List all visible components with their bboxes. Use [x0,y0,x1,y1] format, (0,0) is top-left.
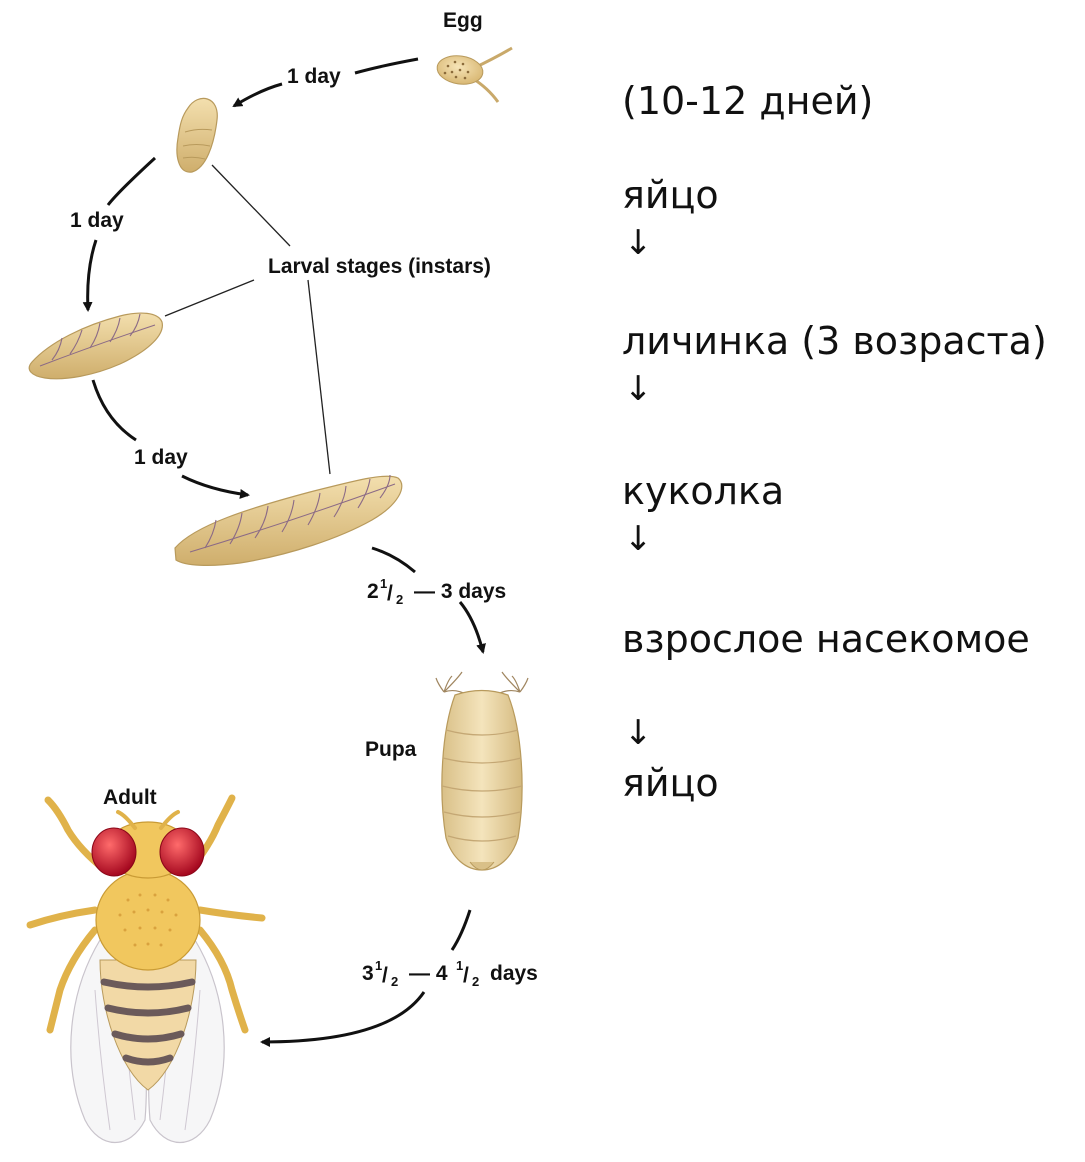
arrow-first-to-second-instar [88,240,96,310]
svg-text:/: / [463,964,469,987]
svg-text:— 3 days: — 3 days [414,580,506,603]
connector-line-second-instar [165,280,254,316]
pupa-label: Pupa [365,738,417,761]
duration-third-instar-to-pupa: 2 1 / 2 — 3 days [367,576,506,607]
svg-text:2: 2 [472,974,479,989]
svg-text:2: 2 [396,592,403,607]
larval-stages-label: Larval stages (instars) [268,255,491,278]
egg-label: Egg [443,9,483,32]
down-arrow-3: ↓ [624,522,653,556]
adult-fly-illustration [30,798,262,1143]
larva-first-instar [177,98,217,172]
pupa-illustration [436,672,528,870]
arrow-egg-tail [355,59,418,73]
arrow-first-to-second-tail [108,158,155,205]
egg-illustration [435,48,512,102]
arrow-third-instar-to-pupa [460,602,483,652]
svg-text:— 4: — 4 [409,962,448,985]
stage-adult-text: взрослое насекомое [622,620,1030,658]
svg-text:/: / [387,582,393,605]
arrow-second-to-third-instar [182,476,248,495]
larva-second-instar [29,313,162,379]
duration-first-to-second-instar: 1 day [70,209,124,232]
stage-egg-repeat-text: яйцо [622,764,719,802]
stage-egg-text: яйцо [622,176,719,214]
duration-pupa-to-adult: 3 1 / 2 — 4 1 / 2 days [362,958,538,989]
arrow-second-to-third-tail [93,380,136,440]
duration-second-to-third-instar: 1 day [134,446,188,469]
svg-text:3: 3 [362,962,374,985]
down-arrow-1: ↓ [624,226,653,260]
larval-stage-connector-lines [165,165,330,474]
svg-text:days: days [490,962,538,985]
arrow-pupa-to-adult-tail [452,910,470,950]
svg-text:2: 2 [391,974,398,989]
down-arrow-4: ↓ [624,716,653,750]
arrow-third-to-pupa-tail [372,548,415,572]
down-arrow-2: ↓ [624,372,653,406]
duration-egg-to-first-instar: 1 day [287,65,341,88]
larva-third-instar [175,475,402,565]
connector-line-third-instar [308,280,330,474]
adult-label: Adult [103,786,157,809]
svg-text:2: 2 [367,580,379,603]
arrow-pupa-to-adult [262,992,424,1042]
svg-text:/: / [382,964,388,987]
cycle-duration-text: (10-12 дней) [622,82,873,120]
stage-pupa-text: куколка [622,472,784,510]
arrow-egg-to-first-instar [234,84,282,106]
connector-line-first-instar [212,165,290,246]
stage-larva-text: личинка (3 возраста) [622,322,1047,360]
